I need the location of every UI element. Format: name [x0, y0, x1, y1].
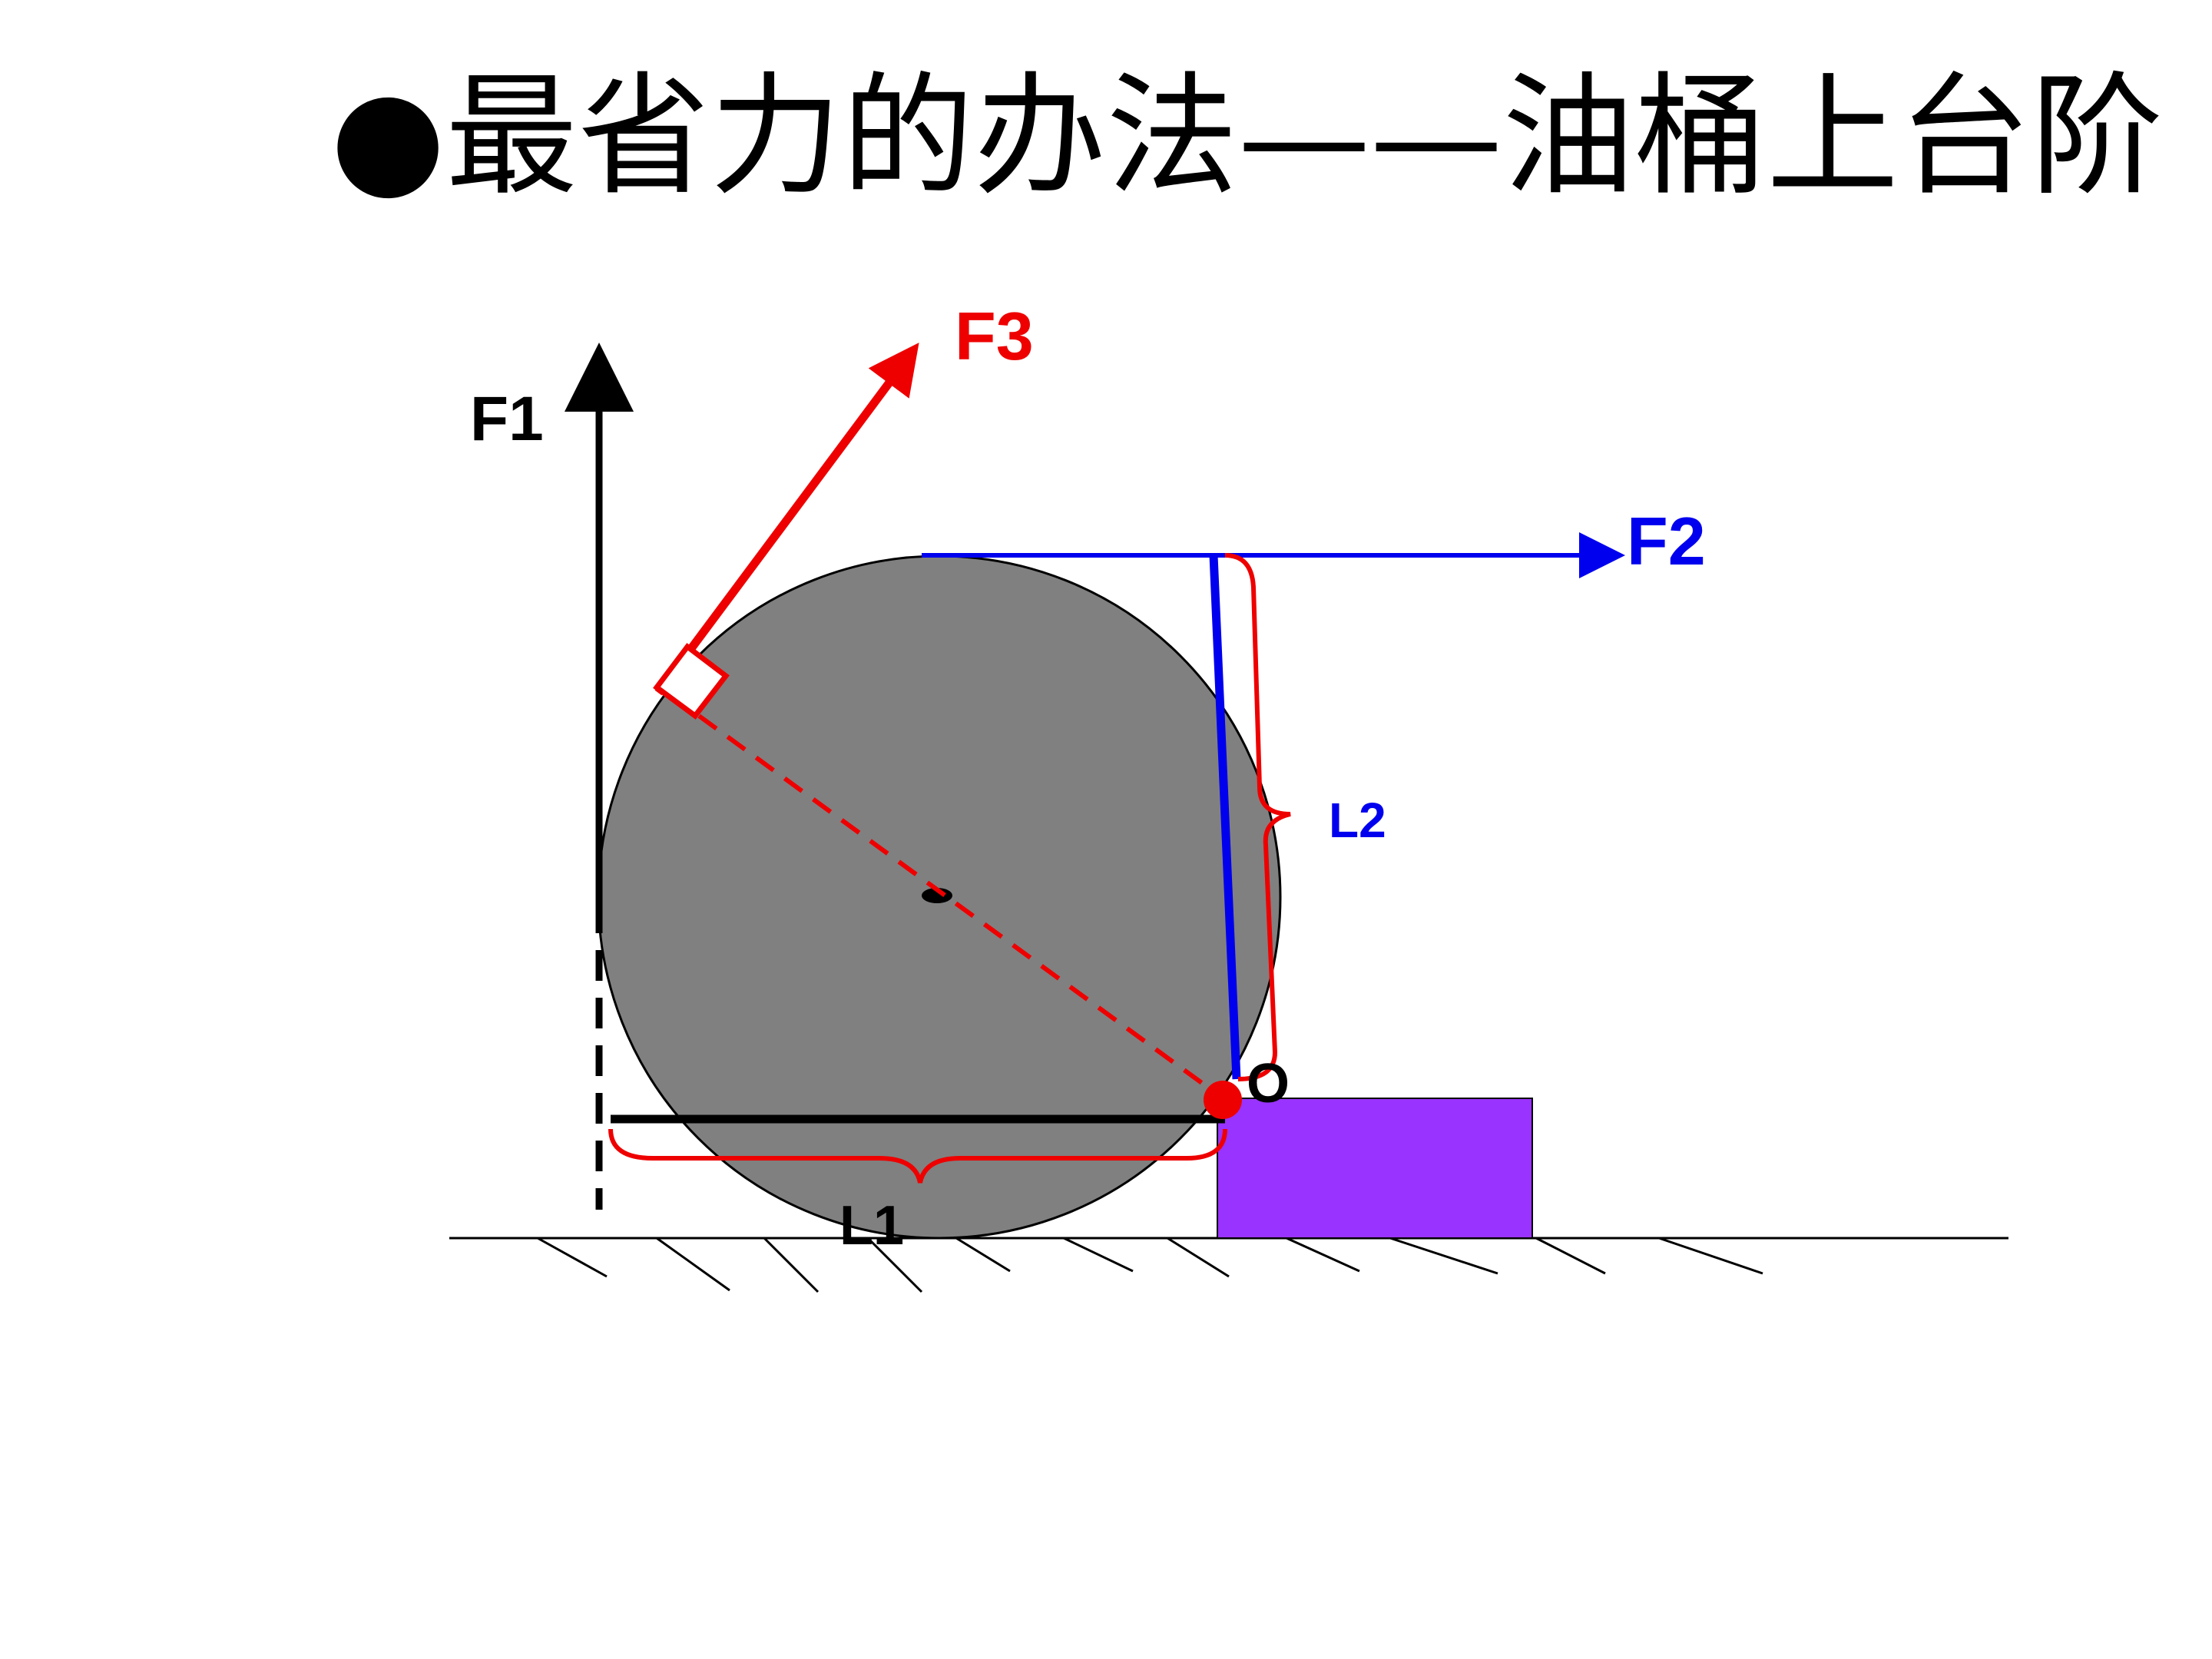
l1-brace	[608, 1128, 1227, 1184]
l2-lever-arm	[1209, 555, 1241, 1080]
f3-lever-arm	[669, 693, 1227, 1102]
ground-hatching	[537, 1237, 1763, 1293]
label-l1: L1	[839, 1195, 904, 1257]
f3-arrow	[654, 343, 919, 696]
pivot-point	[1204, 1081, 1242, 1119]
label-l2: L2	[1329, 793, 1386, 848]
label-pivot-o: O	[1247, 1053, 1290, 1114]
slide-title: ●最省力的办法——油桶上台阶	[330, 59, 2164, 214]
right-angle-marker	[653, 643, 730, 720]
step-block	[1217, 1098, 1533, 1239]
label-f3: F3	[955, 298, 1034, 374]
l2-brace	[1224, 553, 1291, 1081]
barrel-center	[922, 888, 952, 903]
label-f1: F1	[470, 384, 544, 454]
label-f2: F2	[1627, 503, 1706, 579]
